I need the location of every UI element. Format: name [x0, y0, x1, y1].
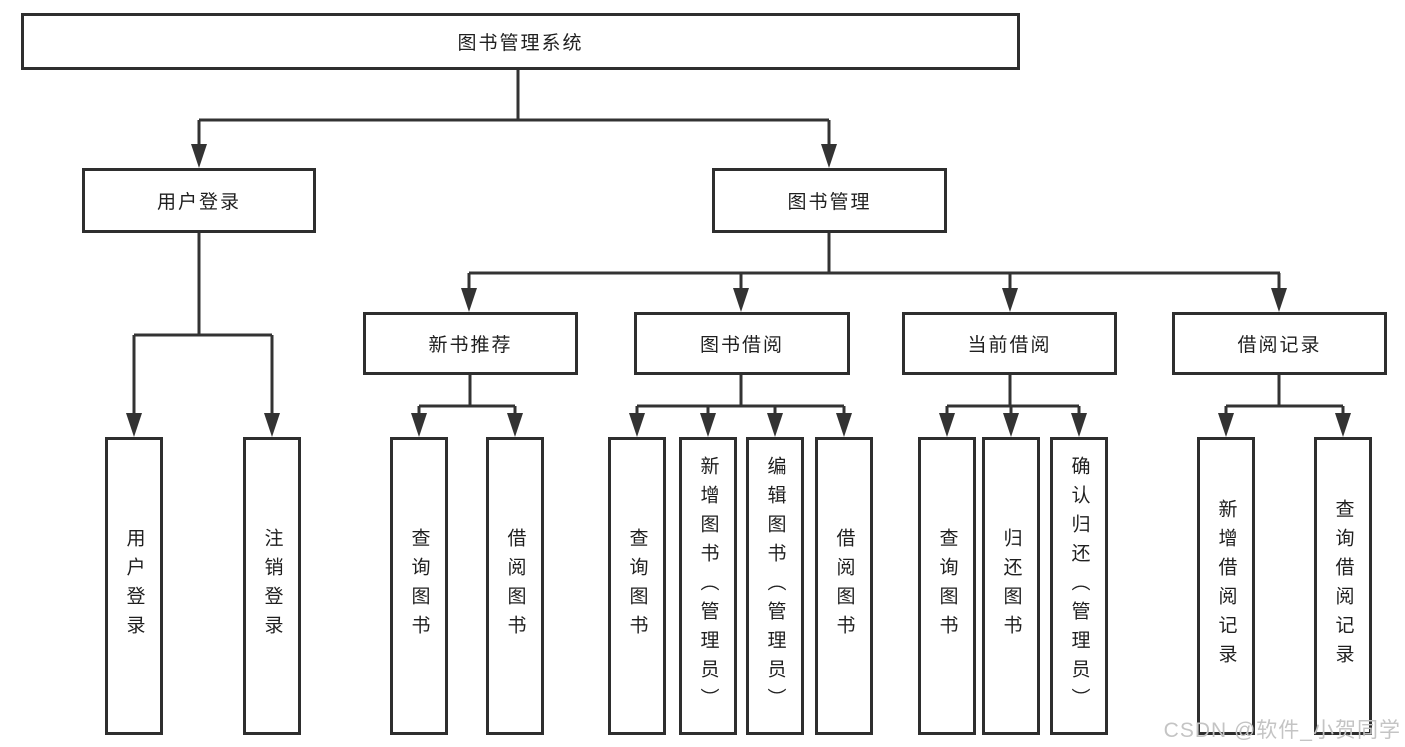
- node-leaf-add-books-admin: 新增图书（管理员）: [679, 437, 737, 735]
- node-label: 用户登录: [123, 528, 145, 644]
- node-leaf-query-borrow-record: 查询借阅记录: [1314, 437, 1372, 735]
- node-user-login: 用户登录: [82, 168, 316, 233]
- node-label: 图书借阅: [699, 335, 784, 356]
- node-book-borrow: 图书借阅: [634, 312, 850, 375]
- node-label: 查询图书: [626, 528, 648, 644]
- node-label: 确认归还（管理员）: [1068, 455, 1090, 717]
- node-label: 查询借阅记录: [1332, 499, 1354, 673]
- node-leaf-add-borrow-record: 新增借阅记录: [1197, 437, 1255, 735]
- node-book-management: 图书管理: [712, 168, 947, 233]
- node-leaf-borrow-books: 借阅图书: [486, 437, 544, 735]
- node-label: 查询图书: [936, 528, 958, 644]
- node-label: 新书推荐: [428, 335, 513, 356]
- node-leaf-query-books: 查询图书: [390, 437, 448, 735]
- node-label: 新增图书（管理员）: [697, 455, 719, 717]
- node-label: 借阅图书: [504, 528, 526, 644]
- node-label: 注销登录: [261, 528, 283, 644]
- csdn-watermark: CSDN @软件_小贺同学: [1163, 719, 1401, 742]
- node-current-borrow: 当前借阅: [902, 312, 1117, 375]
- node-label: 当前借阅: [967, 335, 1052, 356]
- node-leaf-return-books: 归还图书: [982, 437, 1040, 735]
- node-leaf-user-login: 用户登录: [105, 437, 163, 735]
- node-leaf-query-books: 查询图书: [918, 437, 976, 735]
- node-leaf-query-books: 查询图书: [608, 437, 666, 735]
- node-label: 编辑图书（管理员）: [764, 455, 786, 717]
- node-label: 借阅记录: [1237, 335, 1322, 356]
- node-new-book-recommend: 新书推荐: [363, 312, 578, 375]
- node-leaf-borrow-books: 借阅图书: [815, 437, 873, 735]
- node-label: 图书管理系统: [457, 33, 584, 54]
- node-leaf-logout: 注销登录: [243, 437, 301, 735]
- node-label: 借阅图书: [833, 528, 855, 644]
- node-library-management-system: 图书管理系统: [21, 13, 1020, 70]
- node-label: 用户登录: [156, 192, 241, 213]
- node-label: 查询图书: [408, 528, 430, 644]
- node-label: 归还图书: [1000, 528, 1022, 644]
- node-label: 图书管理: [787, 192, 872, 213]
- node-leaf-edit-books-admin: 编辑图书（管理员）: [746, 437, 804, 735]
- node-leaf-confirm-return-admin: 确认归还（管理员）: [1050, 437, 1108, 735]
- node-borrow-records: 借阅记录: [1172, 312, 1387, 375]
- node-label: 新增借阅记录: [1215, 499, 1237, 673]
